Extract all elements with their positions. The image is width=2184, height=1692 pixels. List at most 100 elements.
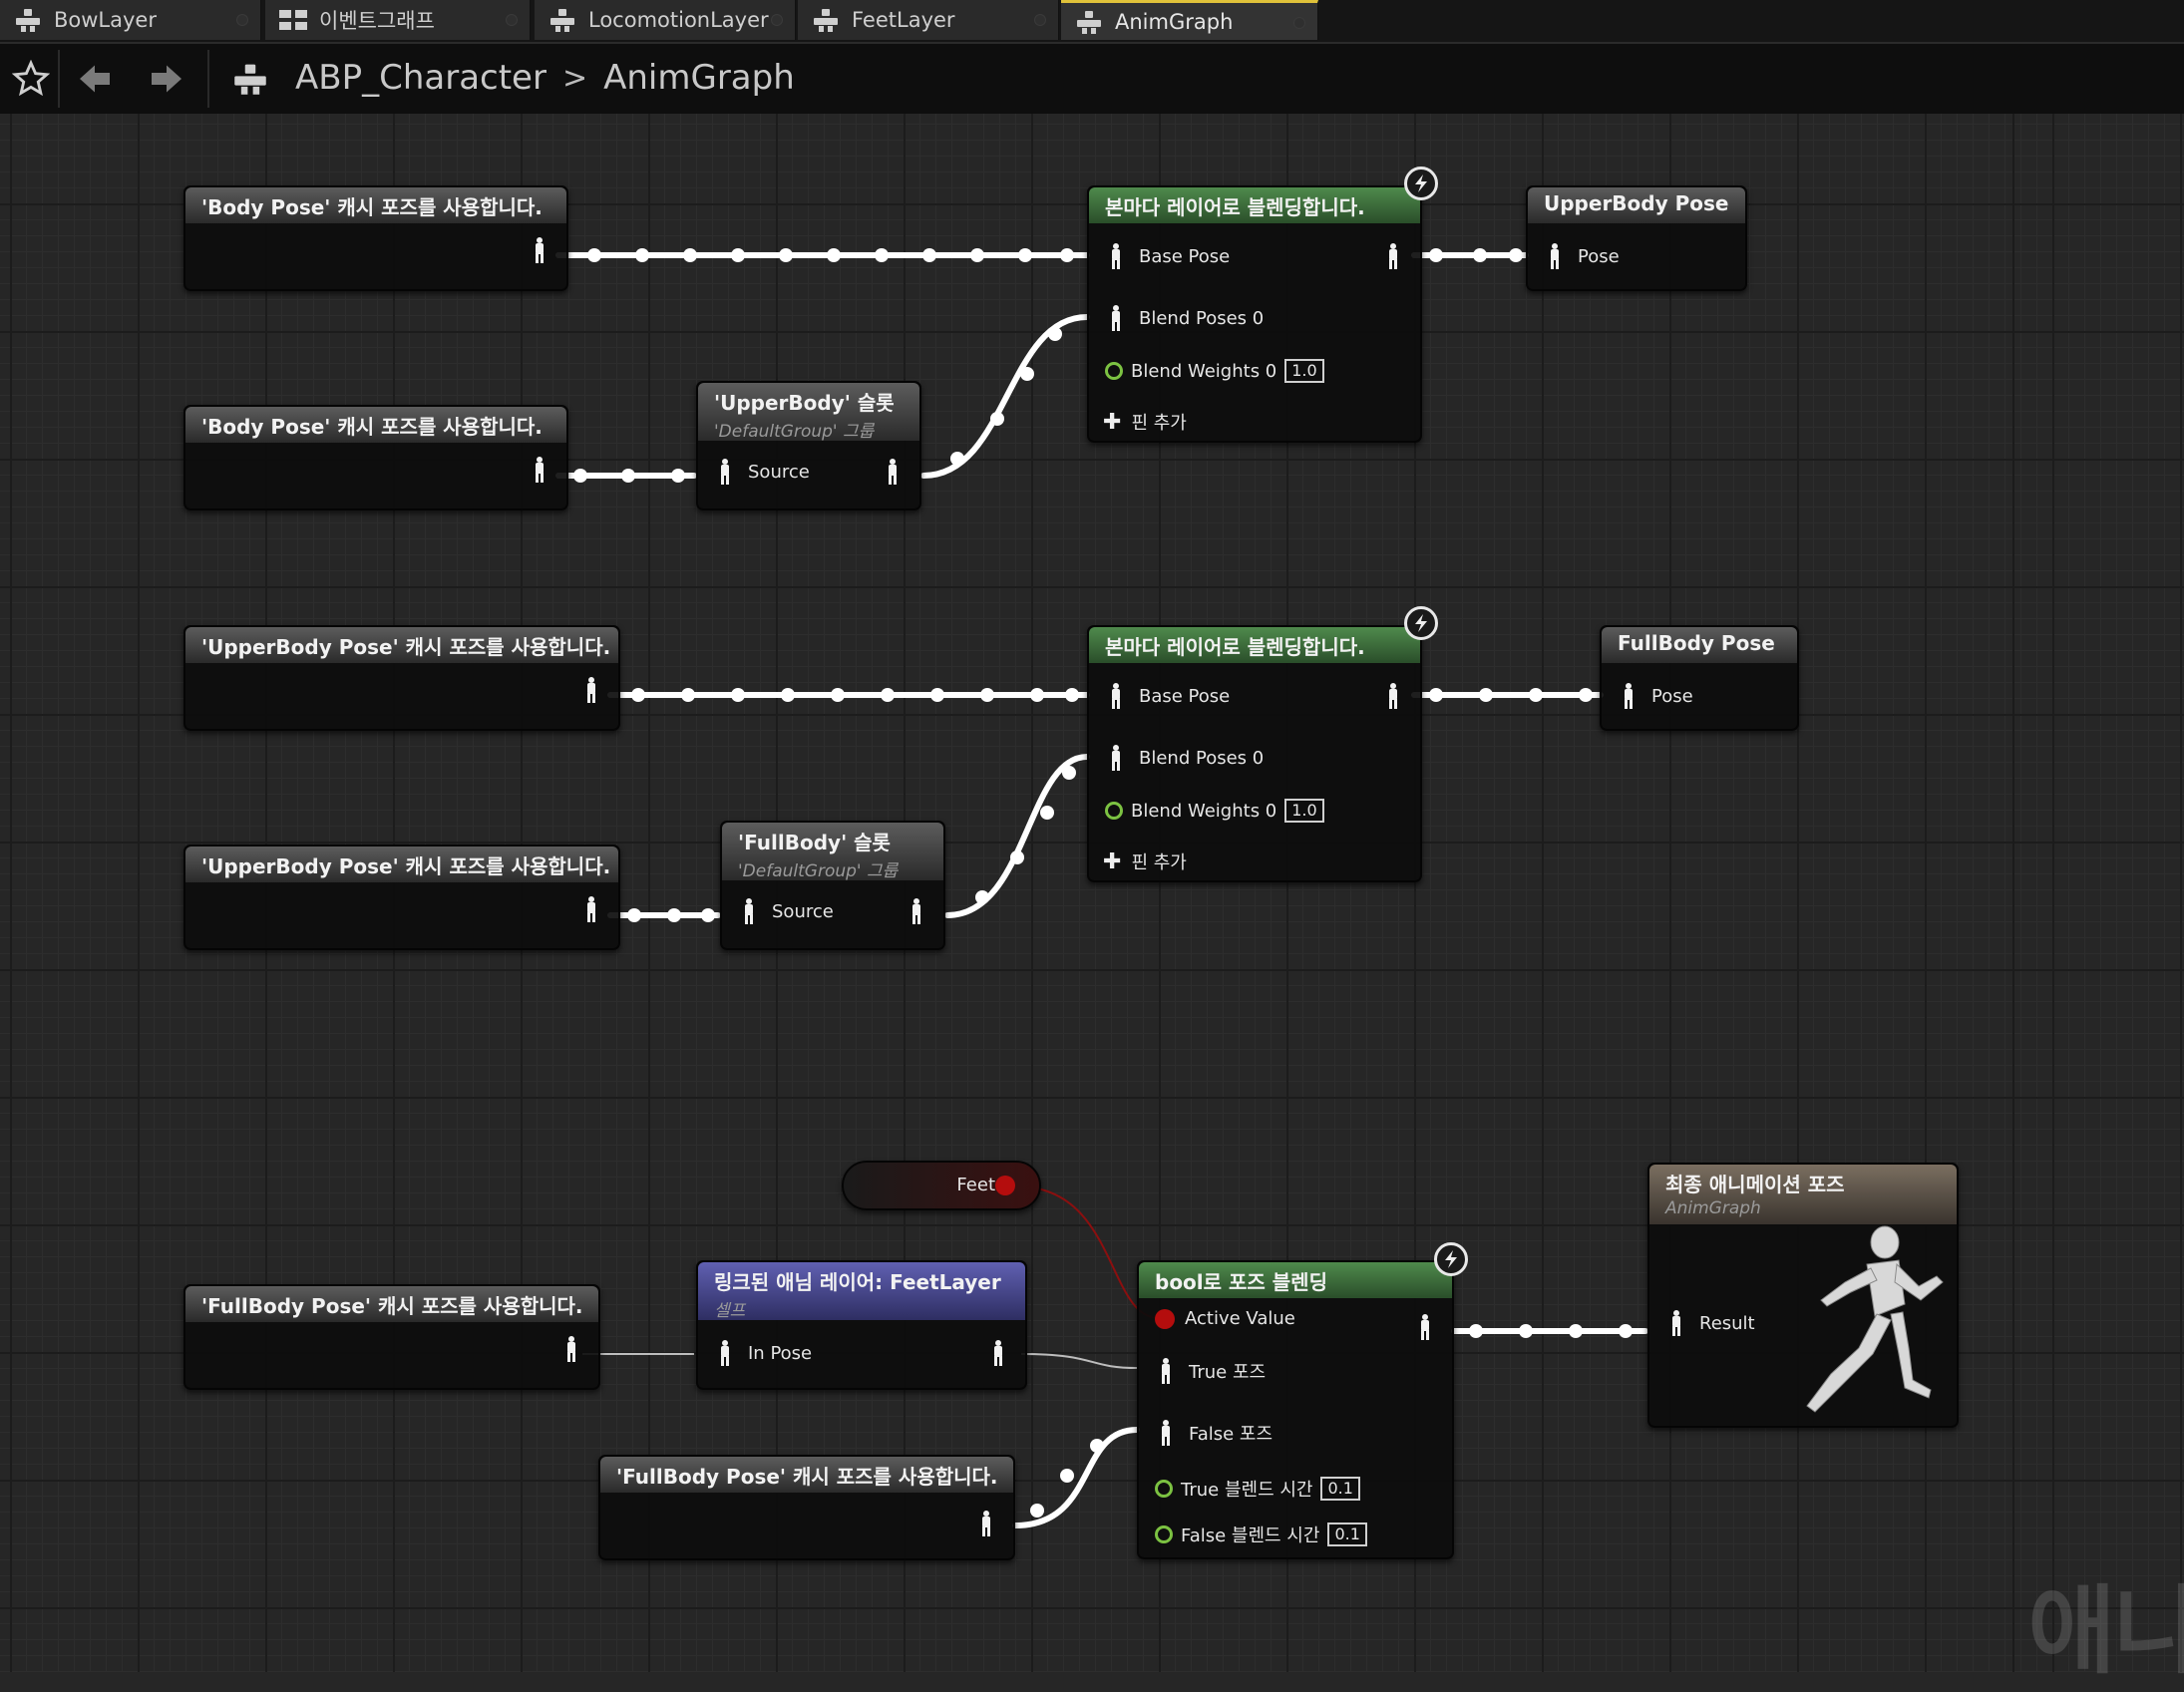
pose-pin-icon[interactable] — [584, 896, 598, 922]
use-cached-pose-node[interactable]: 'UpperBody Pose' 캐시 포즈를 사용합니다. — [183, 845, 620, 950]
pose-pin-icon[interactable] — [1386, 243, 1400, 269]
toolbar-divider — [58, 50, 60, 108]
pose-pin-icon[interactable] — [1109, 683, 1123, 709]
float-pin-icon[interactable] — [1105, 362, 1123, 380]
node-title: 'Body Pose' 캐시 포즈를 사용합니다. — [185, 407, 566, 443]
favorite-star-button[interactable] — [6, 54, 56, 104]
blend-poses-label: Blend Poses 0 — [1139, 747, 1265, 769]
animgraph-icon — [234, 64, 266, 95]
pose-pin-icon[interactable] — [979, 1511, 993, 1536]
blend-poses-by-bool-node[interactable]: bool로 포즈 블렌딩 Active Value True 포즈 False … — [1137, 1260, 1454, 1559]
bool-pin-icon[interactable] — [995, 1176, 1015, 1195]
event-graph-icon — [279, 10, 307, 30]
pose-pin-icon[interactable] — [1109, 745, 1123, 771]
pose-pin-label: Pose — [1578, 245, 1620, 267]
tab-close-icon[interactable] — [236, 14, 248, 26]
use-cached-pose-node[interactable]: 'Body Pose' 캐시 포즈를 사용합니다. — [183, 405, 568, 510]
node-title: 'FullBody Pose' 캐시 포즈를 사용합니다. — [600, 1457, 1013, 1493]
pose-pin-icon[interactable] — [1622, 683, 1636, 709]
fast-path-badge — [1404, 167, 1438, 200]
float-pin-icon[interactable] — [1105, 802, 1123, 820]
false-blend-time-input[interactable]: 0.1 — [1327, 1523, 1367, 1546]
pose-pin-label: Pose — [1651, 685, 1693, 707]
add-pin-button[interactable]: ✚ 핀 추가 — [1103, 409, 1187, 435]
pose-pin-icon[interactable] — [1159, 1420, 1173, 1446]
animgraph-icon — [550, 9, 574, 32]
arrow-right-icon — [152, 65, 182, 93]
pose-pin-icon[interactable] — [742, 898, 756, 924]
use-cached-pose-node[interactable]: 'UpperBody Pose' 캐시 포즈를 사용합니다. — [183, 625, 620, 731]
source-pin-label: Source — [772, 900, 834, 922]
tab-close-icon[interactable] — [506, 14, 518, 26]
tab-close-icon[interactable] — [1034, 14, 1046, 26]
blend-weight-input[interactable]: 1.0 — [1284, 359, 1324, 383]
node-title: 본마다 레이어로 블렌딩합니다. — [1089, 187, 1420, 223]
forward-button[interactable] — [142, 54, 191, 104]
graph-divider — [2012, 114, 2014, 1672]
tab-close-icon[interactable] — [1293, 17, 1305, 29]
slot-node-fullbody[interactable]: 'FullBody' 슬롯 'DefaultGroup' 그룹 Source — [720, 821, 945, 950]
tab-locomotionlayer[interactable]: LocomotionLayer — [535, 0, 796, 40]
tab-label: FeetLayer — [852, 8, 955, 32]
pose-pin-icon[interactable] — [886, 459, 900, 485]
pose-pin-icon[interactable] — [533, 457, 546, 483]
float-pin-icon[interactable] — [1155, 1525, 1173, 1543]
node-title: 링크된 애님 레이어: FeetLayer — [714, 1270, 1001, 1294]
output-pose-node[interactable]: 최종 애니메이션 포즈 AnimGraph Result — [1647, 1163, 1959, 1428]
add-pin-label: 핀 추가 — [1131, 852, 1187, 873]
tab-animgraph[interactable]: AnimGraph — [1061, 0, 1318, 40]
tab-feetlayer[interactable]: FeetLayer — [798, 0, 1059, 40]
pose-pin-icon[interactable] — [991, 1340, 1005, 1366]
save-cached-pose-node[interactable]: UpperBody Pose Pose — [1526, 185, 1747, 291]
pose-pin-icon[interactable] — [718, 459, 732, 485]
pose-pin-icon[interactable] — [1669, 1310, 1683, 1336]
running-mannequin-icon — [1806, 1225, 1944, 1413]
pose-pin-icon[interactable] — [718, 1340, 732, 1366]
variable-label: Feet — [956, 1175, 995, 1195]
graph-type-watermark: 애니 — [2027, 1575, 2184, 1687]
node-title: 'FullBody Pose' 캐시 포즈를 사용합니다. — [185, 1286, 598, 1322]
use-cached-pose-node[interactable]: 'Body Pose' 캐시 포즈를 사용합니다. — [183, 185, 568, 291]
blend-weights-label: Blend Weights 0 — [1131, 360, 1277, 382]
node-subtitle: 'DefaultGroup' 그룹 — [714, 422, 875, 442]
use-cached-pose-node[interactable]: 'FullBody Pose' 캐시 포즈를 사용합니다. — [598, 1455, 1015, 1560]
tab-bowlayer[interactable]: BowLayer — [0, 0, 261, 40]
node-title: 'UpperBody' 슬롯 — [714, 391, 895, 415]
pose-pin-icon[interactable] — [1548, 243, 1562, 269]
pose-pin-icon[interactable] — [1159, 1358, 1173, 1384]
use-cached-pose-node[interactable]: 'FullBody Pose' 캐시 포즈를 사용합니다. — [183, 1284, 600, 1390]
pose-pin-icon[interactable] — [533, 237, 546, 263]
slot-node-upperbody[interactable]: 'UpperBody' 슬롯 'DefaultGroup' 그룹 Source — [696, 381, 921, 510]
back-button[interactable] — [70, 54, 120, 104]
blend-poses-label: Blend Poses 0 — [1139, 307, 1265, 329]
save-cached-pose-node[interactable]: FullBody Pose Pose — [1600, 625, 1799, 731]
layered-blend-per-bone-node[interactable]: 본마다 레이어로 블렌딩합니다. Base Pose Blend Poses 0… — [1087, 625, 1422, 882]
pose-pin-icon[interactable] — [1418, 1314, 1432, 1340]
pose-pin-icon[interactable] — [1109, 305, 1123, 331]
tab-close-icon[interactable] — [771, 14, 783, 26]
arrow-left-icon — [80, 65, 110, 93]
tab-label: AnimGraph — [1115, 9, 1234, 34]
float-pin-icon[interactable] — [1155, 1480, 1173, 1498]
tab-label: LocomotionLayer — [588, 8, 769, 32]
pose-pin-icon[interactable] — [910, 898, 923, 924]
breadcrumb: ABP_Character > AnimGraph — [295, 58, 795, 98]
plus-icon: ✚ — [1103, 848, 1122, 874]
breadcrumb-graph[interactable]: AnimGraph — [603, 58, 795, 98]
bool-pin-icon[interactable] — [1155, 1308, 1175, 1329]
linked-anim-layer-node[interactable]: 링크된 애님 레이어: FeetLayer 셀프 In Pose — [696, 1260, 1027, 1390]
add-pin-button[interactable]: ✚ 핀 추가 — [1103, 848, 1187, 874]
breadcrumb-blueprint[interactable]: ABP_Character — [295, 58, 546, 98]
plus-icon: ✚ — [1103, 409, 1122, 435]
base-pose-label: Base Pose — [1139, 245, 1231, 267]
pose-pin-icon[interactable] — [1109, 243, 1123, 269]
pose-pin-icon[interactable] — [564, 1336, 578, 1362]
layered-blend-per-bone-node[interactable]: 본마다 레이어로 블렌딩합니다. Base Pose Blend Poses 0… — [1087, 185, 1422, 443]
feet-variable-node[interactable]: Feet — [842, 1161, 1041, 1210]
tab-event-graph[interactable]: 이벤트그래프 — [265, 0, 531, 40]
pose-pin-icon[interactable] — [1386, 683, 1400, 709]
true-blend-time-input[interactable]: 0.1 — [1320, 1477, 1360, 1501]
pose-pin-icon[interactable] — [584, 677, 598, 703]
blend-weight-input[interactable]: 1.0 — [1284, 799, 1324, 823]
